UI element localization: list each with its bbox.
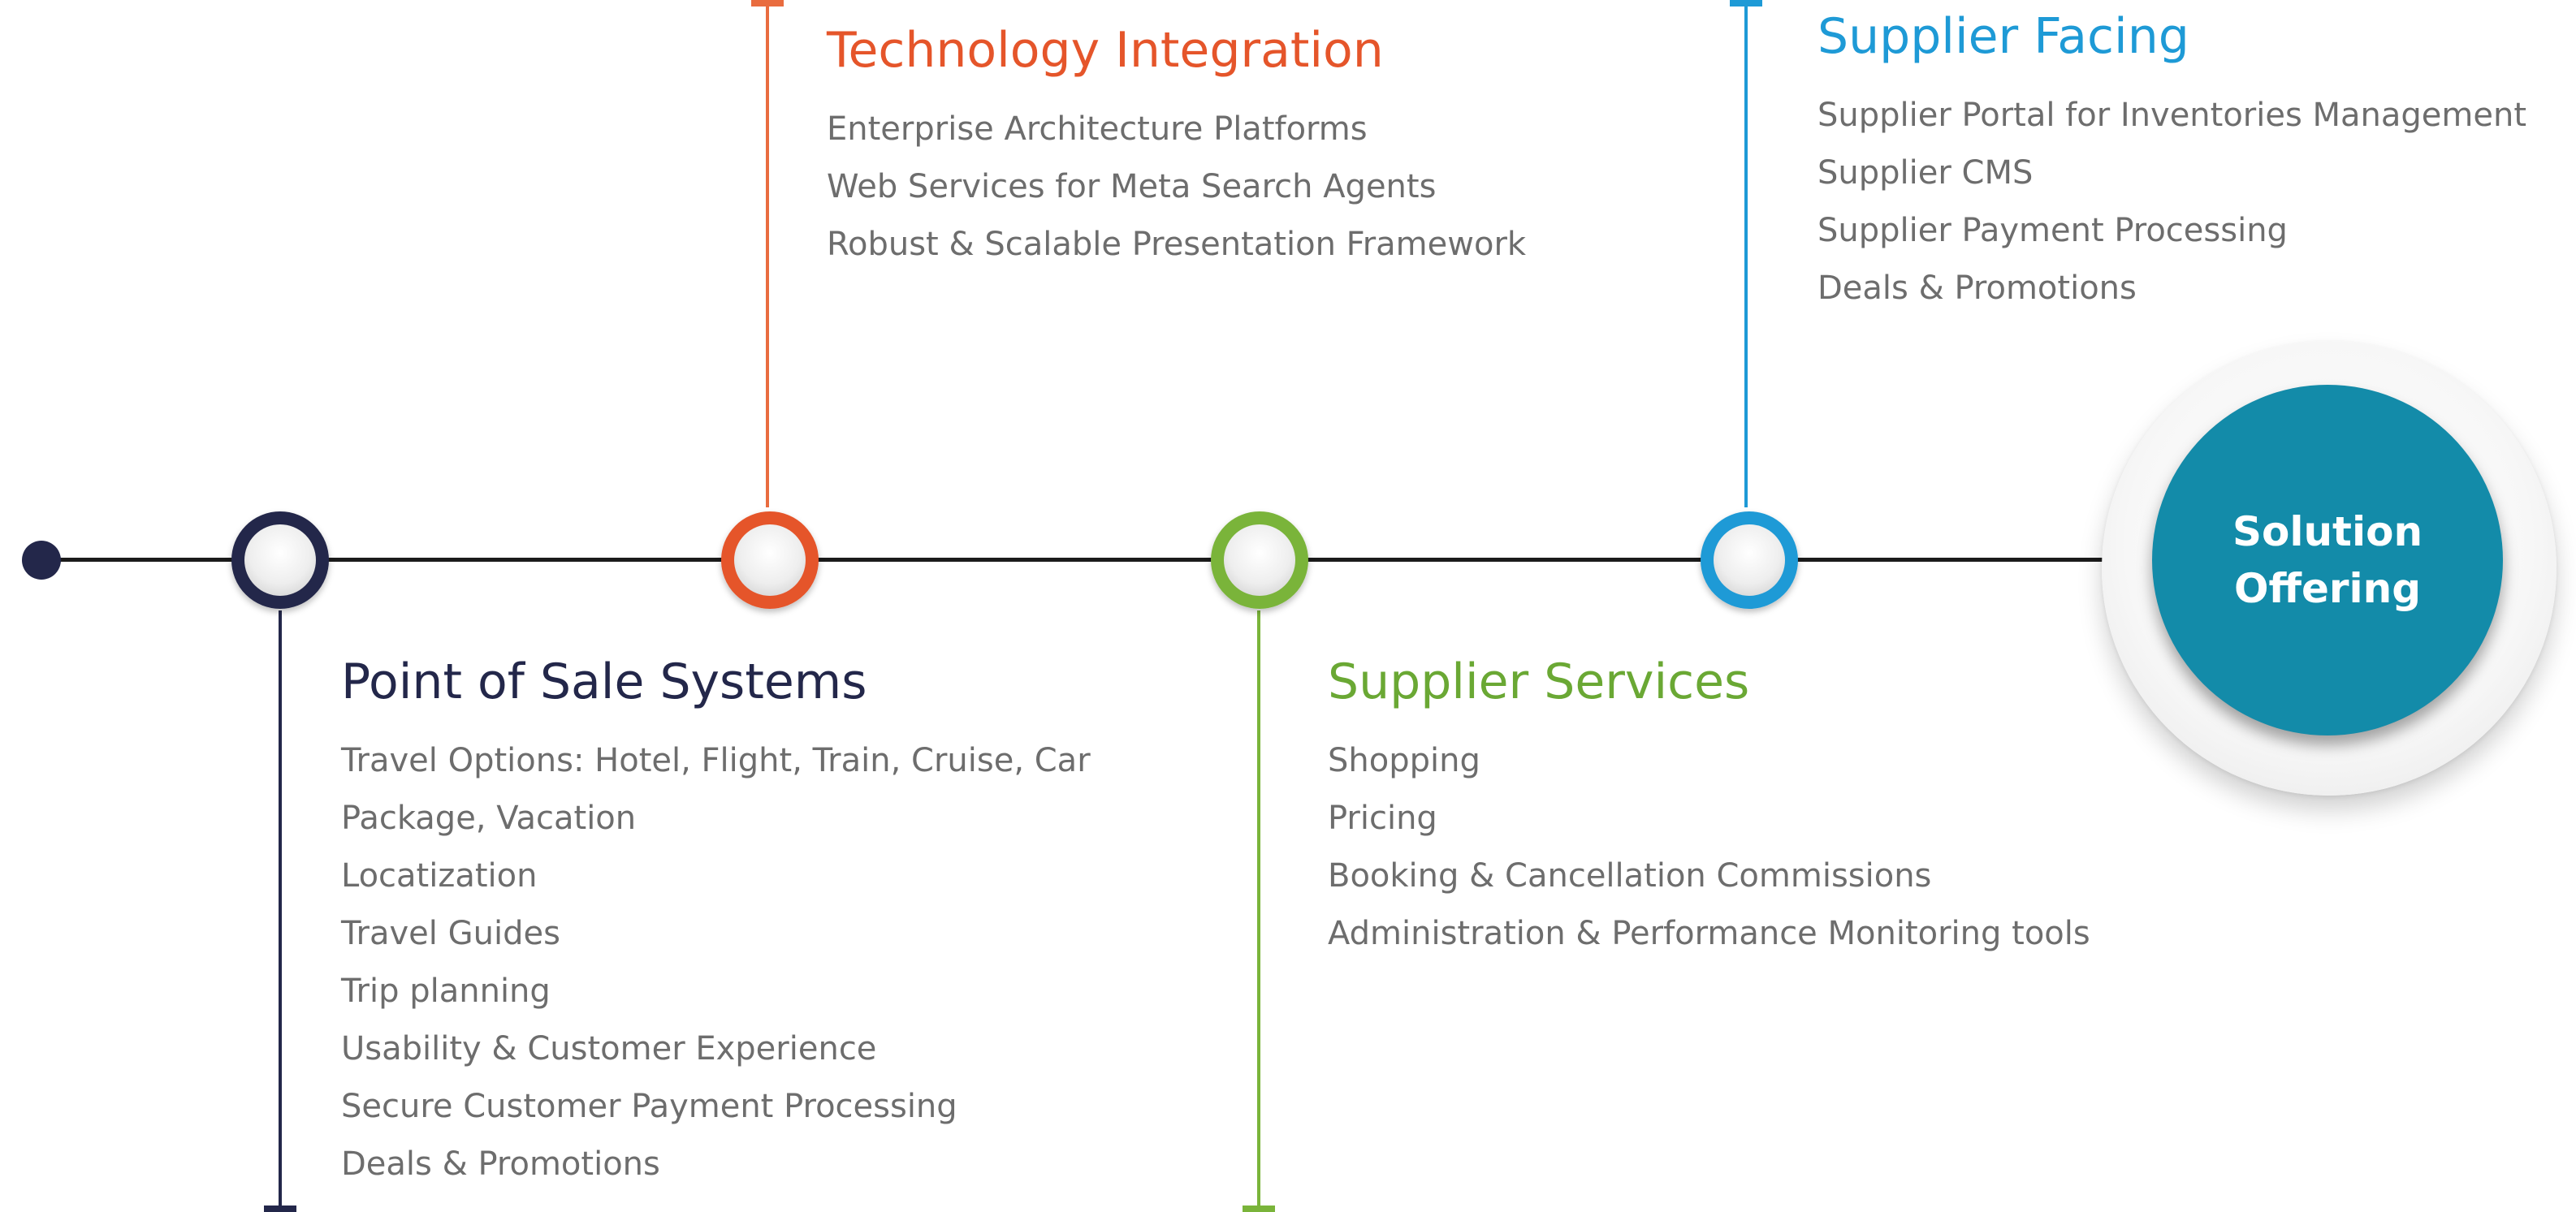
supplier-services-title: Supplier Services (1328, 653, 1750, 710)
list-item: Deals & Promotions (341, 1145, 660, 1183)
point-of-sale-end-cap (264, 1206, 296, 1212)
supplier-facing-end-cap (1730, 0, 1762, 6)
supplier-facing-node (1701, 511, 1798, 609)
list-item: Booking & Cancellation Commissions (1328, 857, 1932, 895)
list-item: Pricing (1328, 800, 1437, 837)
list-item: Locatization (341, 857, 538, 895)
supplier-facing-block: Supplier Facing Supplier Portal for Inve… (1817, 4, 2526, 317)
list-item: Usability & Customer Experience (341, 1030, 877, 1068)
point-of-sale-node (231, 511, 329, 609)
list-item: Supplier Payment Processing (1817, 212, 2288, 249)
supplier-services-block: Supplier Services Shopping Pricing Booki… (1328, 649, 2090, 963)
list-item: Enterprise Architecture Platforms (827, 110, 1368, 148)
list-item: Travel Guides (341, 915, 560, 952)
list-item: Travel Options: Hotel, Flight, Train, Cr… (341, 742, 1091, 779)
list-item: Package, Vacation (341, 800, 637, 837)
solution-line-2: Offering (2233, 565, 2422, 612)
list-item: Shopping (1328, 742, 1480, 779)
supplier-services-end-cap (1243, 1206, 1275, 1212)
list-item: Secure Customer Payment Processing (341, 1088, 957, 1125)
list-item: Supplier CMS (1817, 154, 2034, 192)
technology-integration-node (721, 511, 819, 609)
supplier-services-connector (1257, 610, 1260, 1211)
list-item: Robust & Scalable Presentation Framework (827, 226, 1527, 263)
point-of-sale-block: Point of Sale Systems Travel Options: Ho… (341, 649, 1091, 1193)
technology-integration-end-cap (751, 0, 784, 6)
list-item: Supplier Portal for Inventories Manageme… (1817, 97, 2527, 134)
supplier-services-node (1211, 511, 1308, 609)
supplier-facing-connector (1744, 0, 1748, 507)
list-item: Trip planning (341, 973, 551, 1010)
timeline-start-dot (22, 541, 61, 580)
supplier-facing-title: Supplier Facing (1817, 8, 2189, 65)
list-item: Deals & Promotions (1817, 270, 2137, 307)
technology-integration-title: Technology Integration (827, 22, 1384, 79)
point-of-sale-list: Travel Options: Hotel, Flight, Train, Cr… (341, 732, 1091, 1193)
supplier-services-list: Shopping Pricing Booking & Cancellation … (1328, 732, 2090, 963)
solution-offering-circle: Solution Offering (2152, 385, 2503, 735)
timeline-line (41, 558, 2111, 562)
point-of-sale-title: Point of Sale Systems (341, 653, 867, 710)
supplier-facing-list: Supplier Portal for Inventories Manageme… (1817, 87, 2526, 317)
solution-line-1: Solution (2232, 508, 2423, 555)
technology-integration-connector (766, 0, 769, 507)
list-item: Web Services for Meta Search Agents (827, 168, 1437, 205)
solution-offering-label: Solution Offering (2181, 503, 2474, 617)
list-item: Administration & Performance Monitoring … (1328, 915, 2090, 952)
technology-integration-block: Technology Integration Enterprise Archit… (827, 18, 1526, 274)
technology-integration-list: Enterprise Architecture Platforms Web Se… (827, 101, 1526, 274)
point-of-sale-connector (279, 610, 282, 1211)
